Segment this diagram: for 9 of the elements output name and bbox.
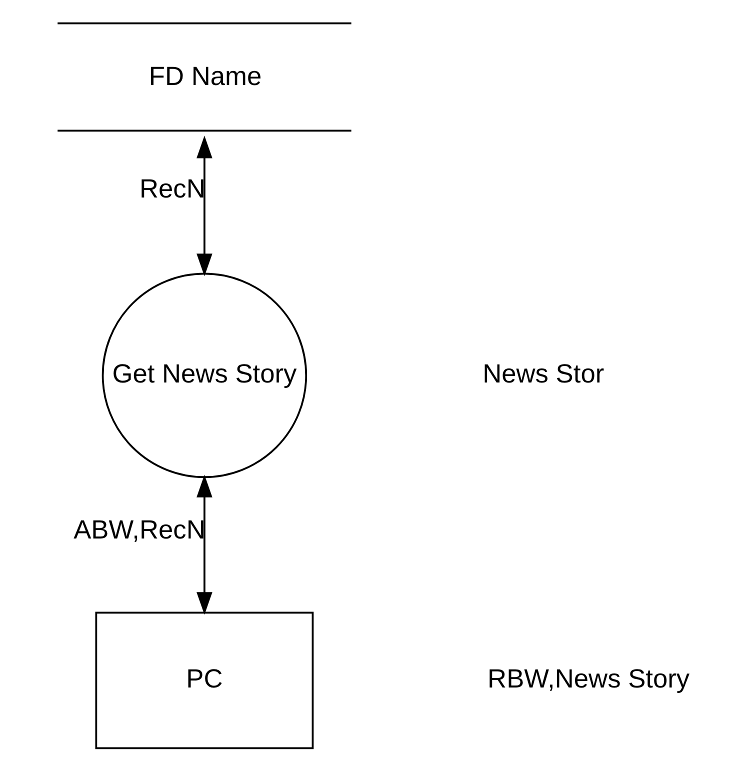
edge-label: ABW,RecN xyxy=(74,514,206,544)
label: News Stor xyxy=(482,358,604,388)
node-box: PC xyxy=(95,612,314,750)
node-circle: Get News Story xyxy=(102,272,308,478)
node-text: FD Name xyxy=(148,60,262,91)
edge-label: RecN xyxy=(140,173,206,204)
arrow xyxy=(196,136,212,276)
arrow xyxy=(196,474,212,615)
label: RBW,News Story xyxy=(488,663,690,694)
